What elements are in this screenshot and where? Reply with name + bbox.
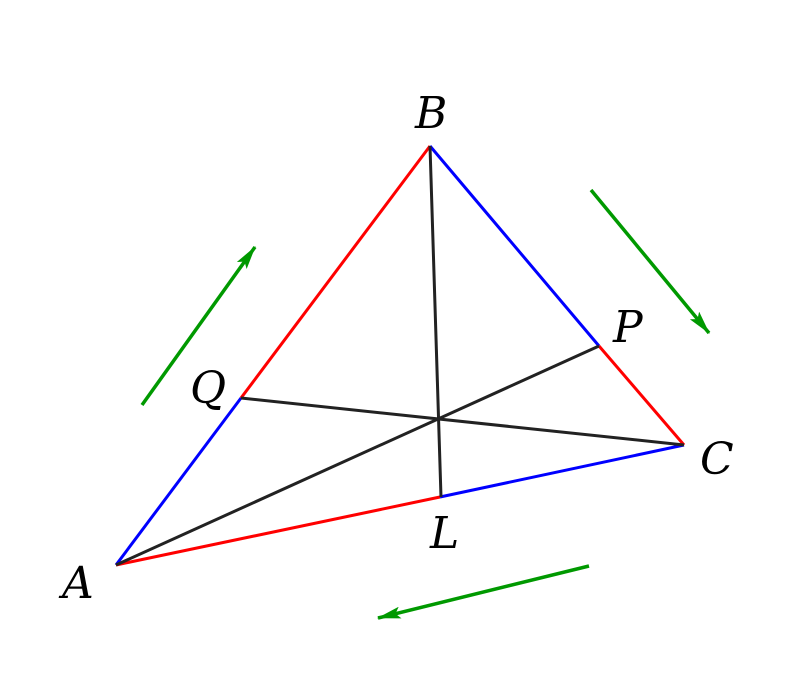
label-Q: Q xyxy=(190,363,226,414)
label-L: L xyxy=(429,508,459,559)
label-B: B xyxy=(414,88,447,139)
label-A: A xyxy=(58,558,94,609)
direction-arrow-right xyxy=(589,188,711,335)
segment-BQ xyxy=(239,145,432,399)
cevian-AP xyxy=(115,344,600,567)
direction-arrow-left xyxy=(140,245,257,407)
label-P: P xyxy=(612,302,644,353)
segment-PC xyxy=(597,345,686,446)
cevian-BL xyxy=(428,145,443,498)
segment-BP xyxy=(428,145,601,347)
segment-LC xyxy=(439,443,685,499)
segment-AL xyxy=(115,495,441,567)
label-C: C xyxy=(700,434,734,485)
segment-QA xyxy=(114,397,243,566)
cevian-QC xyxy=(240,396,685,447)
direction-arrow-bottom xyxy=(376,564,590,620)
